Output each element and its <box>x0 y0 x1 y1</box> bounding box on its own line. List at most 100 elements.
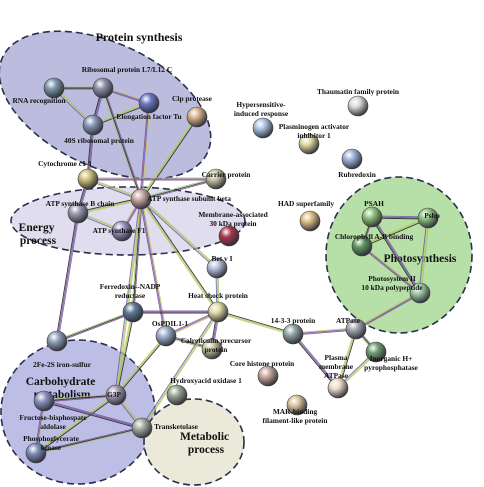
had-node[interactable] <box>299 210 321 232</box>
bet-v1-node[interactable] <box>206 257 228 279</box>
edge-line <box>355 292 421 330</box>
ferredoxin-node[interactable] <box>122 301 144 323</box>
edge-line <box>139 116 197 199</box>
thaumatin-node[interactable] <box>347 95 369 117</box>
atp-synthase-f1-node[interactable] <box>111 220 133 242</box>
bet-v1-label: Bet v I <box>212 254 233 263</box>
edge-atp_synthase_beta-bet_v1 <box>139 197 219 270</box>
protein-nodes <box>25 77 439 464</box>
hypersensitive-node[interactable] <box>252 117 274 139</box>
edge-line <box>139 199 218 313</box>
edge-g3p-fructose_bp <box>43 393 117 403</box>
psah-node[interactable] <box>361 206 383 228</box>
inorganic-h-node[interactable] <box>365 341 387 363</box>
edge-line <box>217 311 294 335</box>
plasma-atpase-node[interactable] <box>327 377 349 399</box>
atp-synthase-b-label: ATP synthase B chain <box>46 199 115 208</box>
psbp-node[interactable] <box>417 207 439 229</box>
fe-s-node[interactable] <box>46 330 68 352</box>
clp-protease-label: Clp protease <box>172 94 213 103</box>
edge-line <box>56 311 134 342</box>
rubredoxin-label: Rubredoxin <box>338 170 376 179</box>
edge-line <box>141 311 219 429</box>
protein-1433-node[interactable] <box>282 323 304 345</box>
edge-line <box>44 399 143 428</box>
ribosomal-40s-node[interactable] <box>82 114 104 136</box>
edge-line <box>370 217 420 294</box>
elongation-factor-label: Elongation factor Tu <box>116 112 181 121</box>
elongation-factor-node[interactable] <box>138 92 160 114</box>
edge-line <box>293 333 340 388</box>
edge-line <box>372 216 422 293</box>
atpase-node[interactable] <box>345 318 367 340</box>
edge-line <box>292 328 357 335</box>
edge-atp_synthase_b-fe_s <box>55 212 80 342</box>
core-histone-node[interactable] <box>257 365 279 387</box>
edge-line <box>78 199 142 215</box>
edge-line <box>139 102 149 199</box>
edge-line <box>141 103 151 200</box>
carrier-protein-label: Carrier protein <box>202 170 251 179</box>
carrier-protein-node[interactable] <box>205 168 227 190</box>
g3p-node[interactable] <box>105 384 127 406</box>
edge-line <box>56 212 79 342</box>
edge-line <box>101 88 141 200</box>
hydroxyacid-node[interactable] <box>166 384 188 406</box>
clp-protease-node[interactable] <box>186 106 208 128</box>
metabolic-process-cluster <box>143 398 245 486</box>
protein-1433-label: 14-3-3 protein <box>271 316 315 325</box>
membrane-30-node[interactable] <box>218 225 240 247</box>
atp-synthase-b-node[interactable] <box>67 202 89 224</box>
ospdil-node[interactable] <box>155 325 177 347</box>
rna-recognition-node[interactable] <box>43 77 65 99</box>
edge-line <box>77 198 142 214</box>
edge-line <box>44 395 117 403</box>
edge-line <box>141 179 217 201</box>
phosphoglycerate-node[interactable] <box>25 442 47 464</box>
edge-line <box>35 427 143 454</box>
edge-line <box>218 310 294 334</box>
hypersensitive-label: Hypersensitive-induced response <box>234 100 289 118</box>
edge-cytochrome_c1-carrier_protein <box>88 177 216 181</box>
cytochrome-c1-node[interactable] <box>77 168 99 190</box>
transketolase-node[interactable] <box>131 417 153 439</box>
edge-line <box>35 426 142 453</box>
atp-synthase-beta-label: ATP synthase subunit beta <box>147 194 231 203</box>
chlorophyll-ab-label: Chlorophyll A-B binding <box>335 232 414 241</box>
edge-ospdil-g3p <box>114 334 168 397</box>
fructose-bp-node[interactable] <box>33 390 55 412</box>
edge-ferredoxin-fe_s <box>56 310 134 343</box>
edge-line <box>356 293 421 331</box>
plasminogen-node[interactable] <box>298 133 320 155</box>
psah-label: PSAH <box>364 199 384 208</box>
edge-line <box>43 401 142 430</box>
calreticulin-node[interactable] <box>201 338 223 360</box>
protein-synthesis-title: Protein synthesis <box>96 30 183 44</box>
had-label: HAD superfamily <box>278 199 334 208</box>
edge-line <box>293 329 357 336</box>
heat-shock-label: Heat shock protein <box>188 291 248 300</box>
photosystem-ii-node[interactable] <box>409 282 431 304</box>
rubredoxin-node[interactable] <box>341 148 363 170</box>
atp-synthase-beta-node[interactable] <box>130 188 152 210</box>
edge-line <box>115 198 142 396</box>
edge-line <box>56 310 133 341</box>
chlorophyll-ab-node[interactable] <box>351 235 373 257</box>
ribosomal-l7-node[interactable] <box>92 77 114 99</box>
edge-line <box>292 327 356 334</box>
edge-line <box>362 244 421 293</box>
heat-shock-node[interactable] <box>207 301 229 323</box>
mar-binding-node[interactable] <box>286 394 308 416</box>
inorganic-h-label: Inorganic H+pyrophosphatase <box>364 354 418 372</box>
edge-protein_1433-atpase <box>292 327 357 336</box>
edge-line <box>361 217 429 247</box>
edge-line <box>140 311 218 428</box>
edge-line <box>36 395 117 455</box>
edge-line <box>361 246 420 295</box>
